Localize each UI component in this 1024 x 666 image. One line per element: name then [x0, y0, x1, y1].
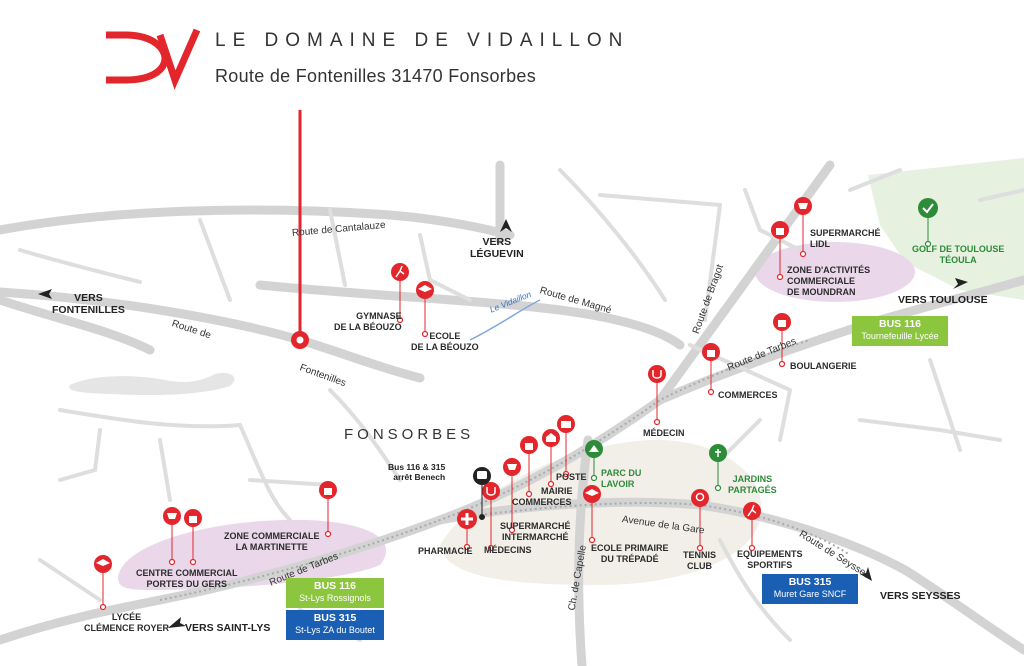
direction-seysses: VERS SEYSSES: [880, 590, 961, 602]
shopping-cart-icon: [794, 197, 812, 215]
arrow-se-icon: [860, 567, 872, 581]
shopping-bag-icon: [771, 221, 789, 239]
golf-check-icon: [918, 198, 938, 218]
zone-moundran-area: [755, 242, 915, 302]
runner-icon: [391, 263, 409, 281]
north-arrow-icon: [500, 219, 512, 232]
shopping-cart-icon: [163, 507, 181, 525]
direction-saint-lys: VERS SAINT-LYS: [185, 622, 271, 634]
runner-icon: [743, 502, 761, 520]
pin-stems-green: [593, 218, 929, 486]
pin-stems: [102, 214, 804, 605]
poi-pharmacie: PHARMACIE: [418, 546, 473, 556]
shopping-bag-icon: [773, 313, 791, 331]
town-centre-area: [440, 439, 762, 585]
graduation-cap-icon: [416, 281, 434, 299]
pin-ends-green: [590, 240, 932, 492]
lake: [69, 372, 235, 396]
bus-stop-icon: [473, 467, 491, 520]
graduation-cap-icon: [94, 555, 112, 573]
poi-boulangerie: BOULANGERIE: [790, 361, 857, 371]
arrow-left-icon: [38, 289, 52, 299]
shopping-bag-icon: [184, 509, 202, 527]
shopping-bag-icon: [702, 343, 720, 361]
river-vidaillon: [469, 299, 541, 341]
pharmacy-cross-icon: [457, 509, 477, 529]
poi-commerces-east: COMMERCES: [718, 390, 778, 400]
domain-address: Route de Fontenilles 31470 Fonsorbes: [215, 66, 537, 86]
direction-toulouse: VERS TOULOUSE: [898, 294, 988, 306]
zone-martinette-area: [118, 519, 387, 590]
garden-icon: [709, 444, 727, 462]
poi-commerces-centre: COMMERCES: [512, 497, 572, 507]
shopping-cart-icon: [503, 458, 521, 476]
tennis-icon: [691, 489, 709, 507]
golf-zone: [868, 158, 1024, 300]
envelope-icon: [557, 415, 575, 433]
town-hall-icon: [542, 429, 560, 447]
stethoscope-icon: [648, 365, 666, 383]
shopping-bag-icon: [319, 481, 337, 499]
pin-ends: [99, 250, 807, 611]
poi-poste: POSTE: [556, 472, 587, 482]
poi-mairie: MAIRIE: [541, 486, 573, 496]
poi-medecin: MÉDECIN: [643, 428, 685, 438]
town-name: FONSORBES: [344, 426, 475, 443]
park-icon: [585, 440, 603, 458]
domain-title: LE DOMAINE DE VIDAILLON: [215, 30, 630, 51]
dv-logo: [106, 28, 201, 90]
shopping-bag-icon: [520, 436, 538, 454]
arrow-sw-icon: [168, 617, 186, 628]
arrow-right-icon: [953, 278, 968, 289]
poi-medecins: MÉDECINS: [484, 545, 532, 555]
graduation-cap-icon: [583, 485, 601, 503]
stethoscope-icon: [482, 482, 500, 500]
